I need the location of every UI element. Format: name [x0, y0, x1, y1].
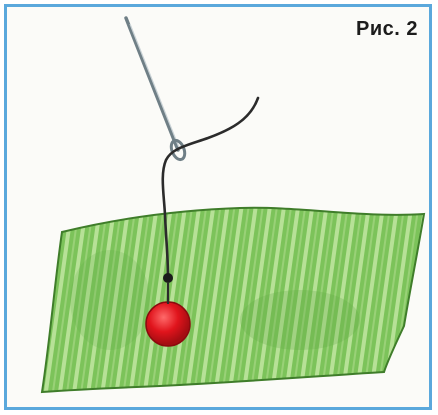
thread-knot: [163, 273, 173, 283]
figure-caption: Рис. 2: [356, 18, 418, 41]
fabric-shading: [240, 290, 360, 350]
fabric-shading: [70, 250, 150, 350]
needle-icon: [126, 18, 187, 162]
bead: [146, 302, 190, 346]
